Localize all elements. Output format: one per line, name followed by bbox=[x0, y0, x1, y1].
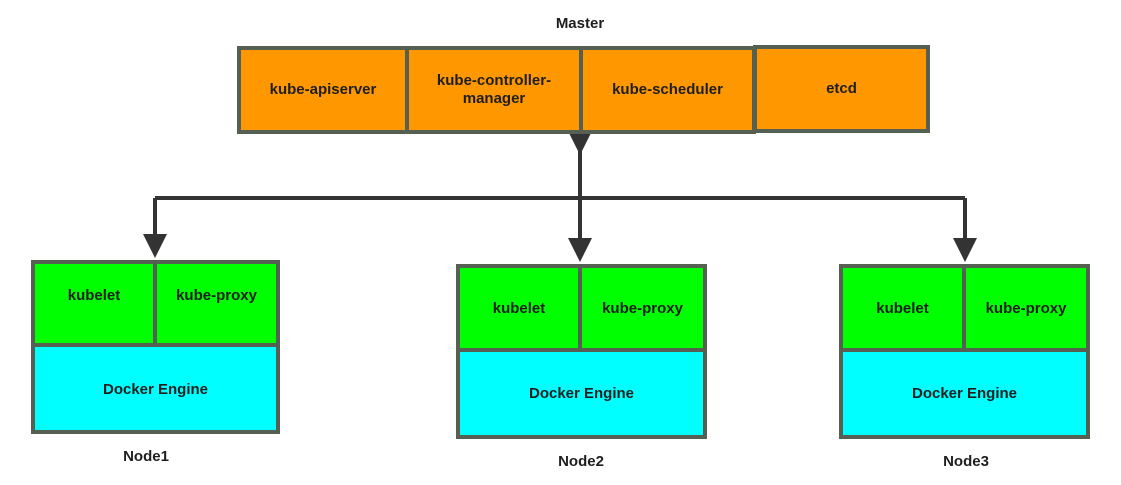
node1-docker-engine-label: Docker Engine bbox=[102, 380, 209, 398]
master-component-label: kube-scheduler bbox=[612, 81, 723, 98]
node2-docker-engine: Docker Engine bbox=[456, 348, 707, 439]
node3-name: Node3 bbox=[943, 453, 989, 470]
node2-kubelet: kubelet bbox=[456, 264, 582, 352]
node1-kube-proxy-label: kube-proxy bbox=[176, 286, 257, 304]
node3-kubelet: kubelet bbox=[839, 264, 966, 352]
node3-docker-engine-label: Docker Engine bbox=[911, 384, 1018, 402]
node1-name: Node1 bbox=[123, 448, 169, 465]
master-component-etcd: etcd bbox=[753, 45, 930, 133]
node2-docker-engine-label: Docker Engine bbox=[528, 384, 635, 402]
node2-kube-proxy: kube-proxy bbox=[578, 264, 707, 352]
node1-kubelet: kubelet bbox=[31, 260, 157, 347]
master-component-scheduler: kube-scheduler bbox=[579, 46, 756, 134]
node3-docker-engine: Docker Engine bbox=[839, 348, 1090, 439]
master-component-label: kube-controller-manager bbox=[436, 72, 552, 107]
node2-kube-proxy-label: kube-proxy bbox=[602, 300, 683, 317]
master-component-label: etcd bbox=[826, 80, 857, 97]
node1-kubelet-label: kubelet bbox=[67, 286, 121, 304]
node3-kube-proxy-label: kube-proxy bbox=[985, 300, 1067, 317]
master-component-label: kube-apiserver bbox=[269, 81, 377, 98]
node2-name: Node2 bbox=[558, 453, 604, 470]
node2-kubelet-label: kubelet bbox=[492, 300, 546, 317]
node3-kube-proxy: kube-proxy bbox=[962, 264, 1090, 352]
master-component-apiserver: kube-apiserver bbox=[237, 46, 409, 134]
master-title: Master bbox=[555, 15, 605, 32]
node3-kubelet-label: kubelet bbox=[876, 300, 929, 317]
node1-kube-proxy: kube-proxy bbox=[153, 260, 280, 347]
master-component-controller-manager: kube-controller-manager bbox=[405, 46, 583, 134]
node1-docker-engine: Docker Engine bbox=[31, 343, 280, 434]
